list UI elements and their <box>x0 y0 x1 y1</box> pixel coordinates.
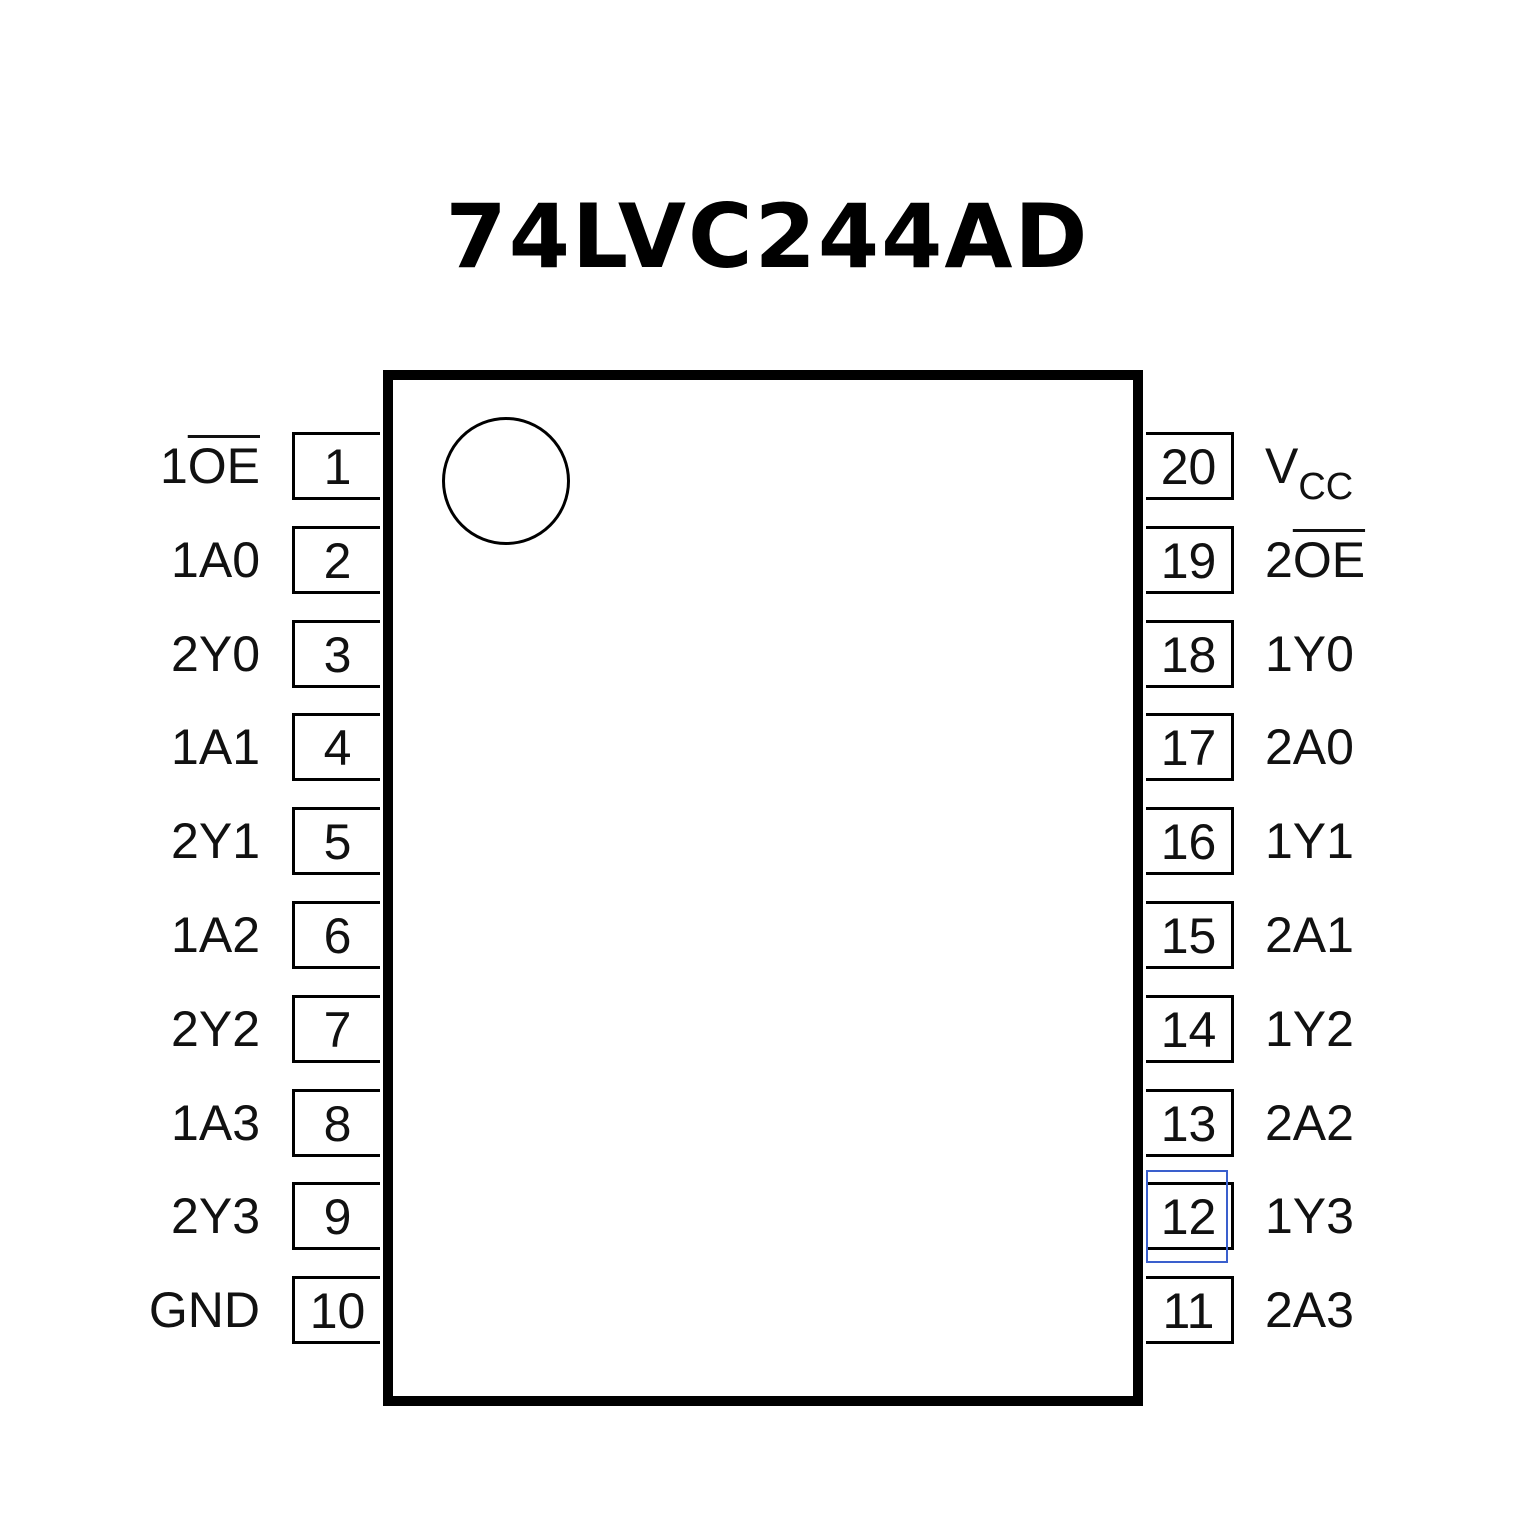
pin-20-box: 20 <box>1146 432 1234 500</box>
pin-label-pre: 2Y3 <box>171 1188 260 1245</box>
pin-label-pre: 2A3 <box>1265 1282 1354 1339</box>
pin-8-label: 1A3 <box>171 1089 260 1157</box>
pin-label-pre: GND <box>148 1282 260 1339</box>
pin-19-box: 19 <box>1146 525 1234 594</box>
pin-label-pre: 1Y3 <box>1265 1188 1354 1245</box>
pin-18-box: 18 <box>1146 619 1234 688</box>
pin-12-box: 12 <box>1146 1182 1234 1251</box>
pin-label-bar: OE <box>1292 531 1366 588</box>
pin-label-pre: 1A3 <box>171 1094 260 1151</box>
pin-label-pre: 1A1 <box>171 719 260 776</box>
pin-14-box: 14 <box>1146 994 1234 1063</box>
pin-label-pre: 1Y0 <box>1265 625 1354 682</box>
chip-title: 74LVC244AD <box>445 185 1090 288</box>
pin-10-box: 10 <box>292 1276 380 1345</box>
pin1-indicator-circle <box>442 417 570 545</box>
pin-label-pre: 2Y2 <box>171 1000 260 1057</box>
pin-label-sub: CC <box>1298 466 1354 508</box>
pin-20-label: VCC <box>1265 432 1353 508</box>
pin-2-label: 1A0 <box>171 526 260 594</box>
pin-1-label: 1OE <box>160 432 260 500</box>
selection-highlight-box <box>1146 1170 1228 1263</box>
pin-label-pre: 1A0 <box>171 531 260 588</box>
pin-8-box: 8 <box>292 1088 380 1157</box>
pin-13-box: 13 <box>1146 1088 1234 1157</box>
pin-16-label: 1Y1 <box>1265 807 1354 875</box>
pin-15-label: 2A1 <box>1265 901 1354 969</box>
pin-5-label: 2Y1 <box>171 807 260 875</box>
pin-4-label: 1A1 <box>171 713 260 781</box>
pin-label-pre: 1A2 <box>171 907 260 963</box>
pin-19-label: 2OE <box>1265 526 1365 594</box>
pin-10-label: GND <box>149 1276 260 1344</box>
pin-2-box: 2 <box>292 525 380 594</box>
pin-label-pre: 2Y1 <box>171 813 260 870</box>
pin-9-label: 2Y3 <box>171 1182 260 1250</box>
pin-14-label: 1Y2 <box>1265 995 1354 1063</box>
pin-7-label: 2Y2 <box>171 995 260 1063</box>
pin-label-pre: 2A1 <box>1265 907 1354 963</box>
pin-6-label: 1A2 <box>171 901 260 969</box>
pin-label-pre: 1Y2 <box>1265 1000 1354 1057</box>
pin-3-label: 2Y0 <box>171 620 260 688</box>
pin-17-box: 17 <box>1146 713 1234 782</box>
pin-6-box: 6 <box>292 901 380 969</box>
pin-5-box: 5 <box>292 807 380 876</box>
pin-label-pre: 1 <box>159 438 188 494</box>
pin-11-label: 2A3 <box>1265 1276 1354 1344</box>
pin-label-pre: V <box>1265 438 1299 494</box>
pin-11-box: 11 <box>1146 1276 1234 1345</box>
pin-1-box: 1 <box>292 432 380 500</box>
pin-15-box: 15 <box>1146 901 1234 969</box>
pin-label-pre: 2 <box>1265 531 1293 588</box>
chip-body <box>383 370 1143 1406</box>
pin-label-pre: 2A2 <box>1265 1094 1354 1151</box>
pin-16-box: 16 <box>1146 807 1234 876</box>
pin-13-label: 2A2 <box>1265 1089 1354 1157</box>
pin-label-pre: 2Y0 <box>171 625 260 682</box>
pin-17-label: 2A0 <box>1265 713 1354 781</box>
pin-label-bar: OE <box>187 438 260 494</box>
pin-12-label: 1Y3 <box>1265 1182 1354 1250</box>
pin-4-box: 4 <box>292 713 380 782</box>
pin-3-box: 3 <box>292 619 380 688</box>
pin-18-label: 1Y0 <box>1265 620 1354 688</box>
pin-label-pre: 1Y1 <box>1265 813 1354 870</box>
pin-7-box: 7 <box>292 994 380 1063</box>
pin-label-pre: 2A0 <box>1265 719 1354 776</box>
pin-9-box: 9 <box>292 1182 380 1251</box>
